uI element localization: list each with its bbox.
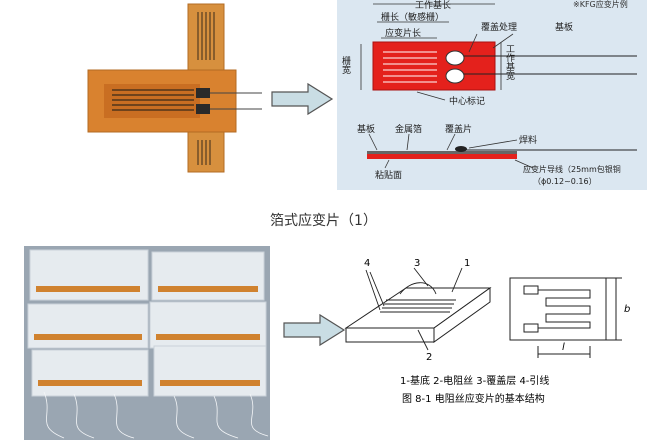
arrow-right-bottom <box>283 313 346 347</box>
substrate-label: 基板 <box>555 21 573 33</box>
figure-caption: 箔式应变片（1） <box>270 213 377 229</box>
foil-gauge-photo <box>87 3 262 173</box>
work-width-label: 工作基宽 <box>504 44 515 81</box>
grid-width-label: 栅宽 <box>340 55 351 75</box>
gauge-length-label: 应变片长 <box>385 27 421 39</box>
metal-foil-label: 金属箔 <box>395 123 422 135</box>
cover-label: 覆盖处理 <box>481 21 517 33</box>
lead-dia-label: （ϕ0.12~0.16） <box>533 177 597 186</box>
num-1-label: 1 <box>464 258 470 269</box>
bond-surface-label: 粘贴面 <box>375 169 402 181</box>
dim-l-label: l <box>562 342 565 353</box>
dim-b-label: b <box>624 304 630 315</box>
substrate2-label: 基板 <box>357 123 375 135</box>
legend-label: 1-基底 2-电阻丝 3-覆盖层 4-引线 <box>400 374 549 387</box>
gauges-batch-photo <box>24 246 270 440</box>
note-label: ※KFG应变片例 <box>573 0 628 9</box>
gauge-structure-diagram: ※KFG应变片例 工作基长 栅长（敏感栅） 应变片长 覆盖处理 基板 栅宽 工作… <box>340 0 637 186</box>
grid-length-label: 栅长（敏感栅） <box>381 11 444 23</box>
figure-title-label: 图 8-1 电阻丝应变片的基本结构 <box>402 392 545 405</box>
wire-gauge-diagram: 1 2 3 4 b l 1-基底 2-电阻丝 3-覆盖层 4-引线 图 8-1 … <box>344 258 630 405</box>
cover-sheet-label: 覆盖片 <box>445 123 472 135</box>
num-4-label: 4 <box>364 258 370 269</box>
center-mark-label: 中心标记 <box>449 95 485 107</box>
solder-label: 焊料 <box>519 134 537 146</box>
work-length-label: 工作基长 <box>415 0 451 11</box>
arrow-right-top <box>271 82 334 116</box>
num-2-label: 2 <box>426 352 432 363</box>
num-3-label: 3 <box>414 258 420 269</box>
lead-label: 应变片导线（25mm包银铜 <box>523 164 621 174</box>
